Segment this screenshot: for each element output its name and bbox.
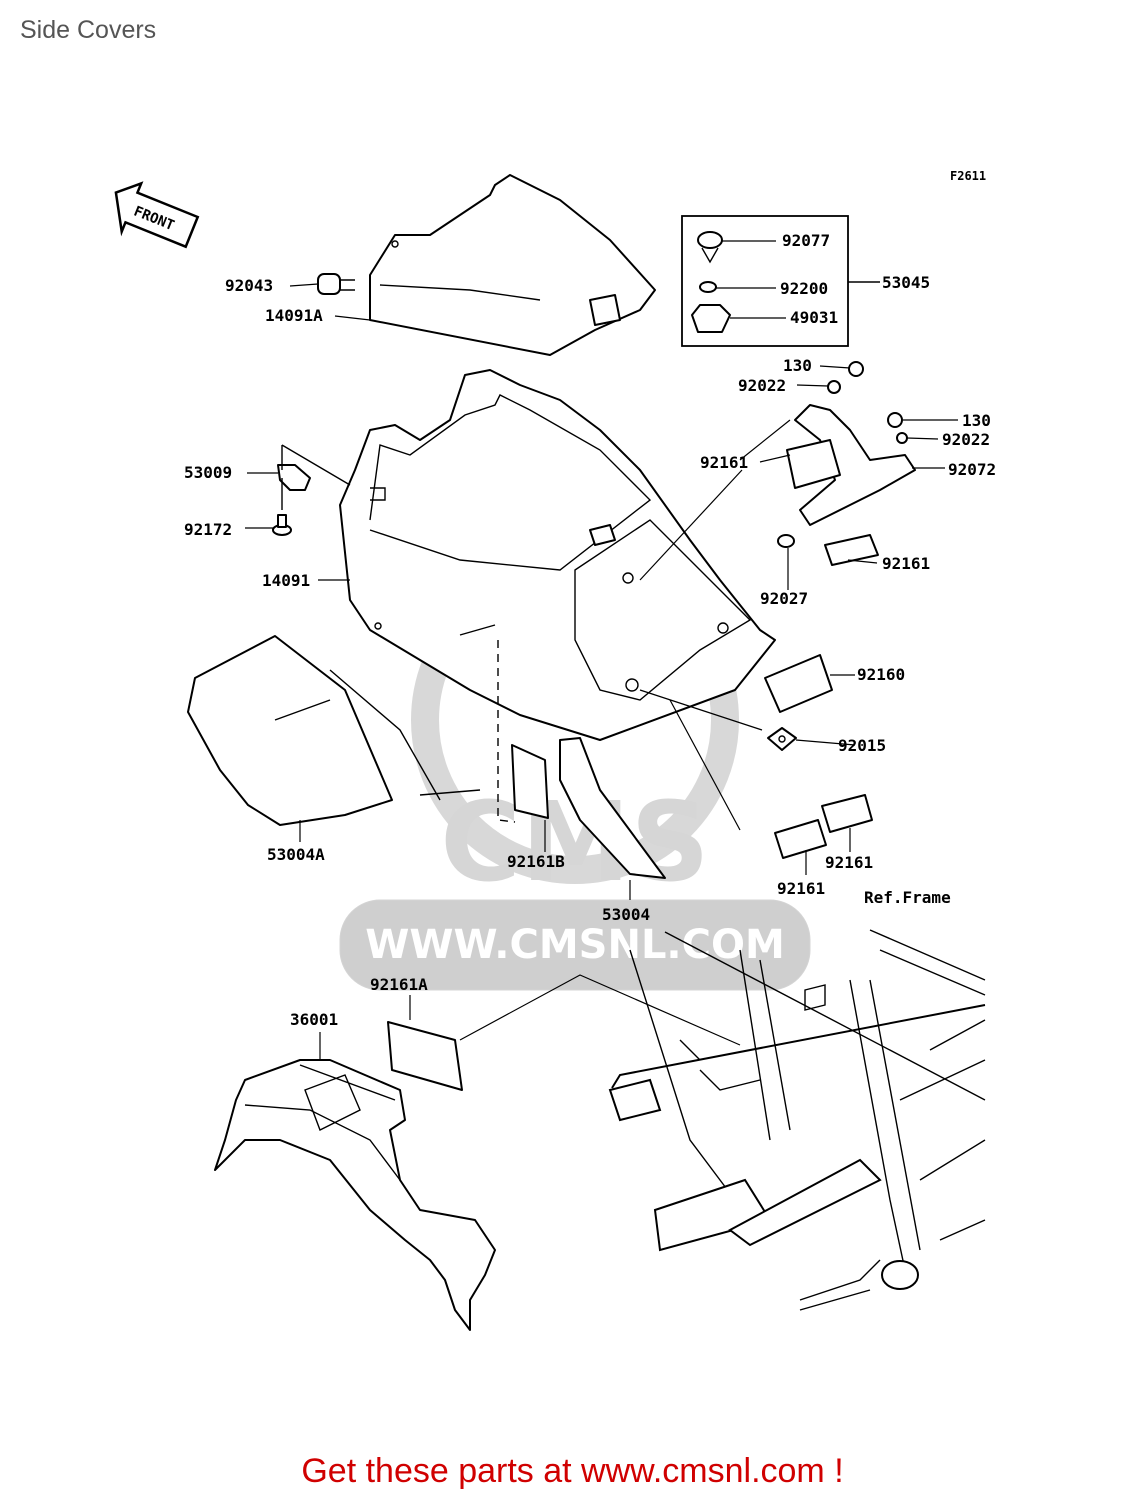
watermark-url: WWW.CMSNL.COM: [365, 922, 785, 968]
label-130-top: 130: [783, 356, 812, 375]
label-92161-right: 92161: [882, 554, 930, 573]
label-92161A: 92161A: [370, 975, 428, 994]
label-ref-frame: Ref.Frame: [864, 888, 951, 907]
screw-92172-icon: [272, 514, 292, 536]
label-92015: 92015: [838, 736, 886, 755]
label-49031: 49031: [790, 308, 838, 327]
figure-code: F2611: [950, 169, 986, 183]
label-92172: 92172: [184, 520, 232, 539]
nut-92015-icon: [767, 727, 797, 751]
insulator-53004: [559, 737, 666, 879]
kit-box-53045: [681, 215, 880, 347]
label-92161-upper: 92161: [700, 453, 748, 472]
label-92072: 92072: [948, 460, 996, 479]
front-arrow-icon: FRONT: [114, 181, 200, 249]
label-14091A: 14091A: [265, 306, 323, 325]
label-92022-top: 92022: [738, 376, 786, 395]
footer-link[interactable]: Get these parts at www.cmsnl.com !: [301, 1452, 844, 1490]
label-53004A: 53004A: [267, 845, 325, 864]
label-92160: 92160: [857, 665, 905, 684]
label-53009: 53009: [184, 463, 232, 482]
upper-cover-14091A: [369, 174, 656, 356]
label-92043: 92043: [225, 276, 273, 295]
leader-lines: [245, 240, 958, 1060]
pad-92161A: [387, 1021, 463, 1091]
label-53045: 53045: [882, 273, 930, 292]
page-title: Side Covers: [20, 16, 157, 44]
pin-92043-icon: [317, 273, 355, 295]
label-14091: 14091: [262, 571, 310, 590]
label-130-right: 130: [962, 411, 991, 430]
label-92200: 92200: [780, 279, 828, 298]
pad-92160: [764, 654, 833, 713]
label-92022-right: 92022: [942, 430, 990, 449]
label-92077: 92077: [782, 231, 830, 250]
label-92161-lower-right: 92161: [825, 853, 873, 872]
pad-92161B: [511, 744, 549, 819]
label-92161B: 92161B: [507, 852, 565, 871]
label-92027: 92027: [760, 589, 808, 608]
insulator-53004A: [187, 635, 481, 826]
clip-53009-icon: [277, 444, 351, 510]
lower-panel-36001: [214, 1059, 496, 1331]
frame-reference: [608, 929, 986, 1311]
pads-92161-lower: [774, 794, 873, 859]
bracket-92072: [777, 361, 916, 566]
label-92161-lower-left: 92161: [777, 879, 825, 898]
main-side-cover-14091: [339, 369, 776, 741]
label-53004: 53004: [602, 905, 650, 924]
label-36001: 36001: [290, 1010, 338, 1029]
